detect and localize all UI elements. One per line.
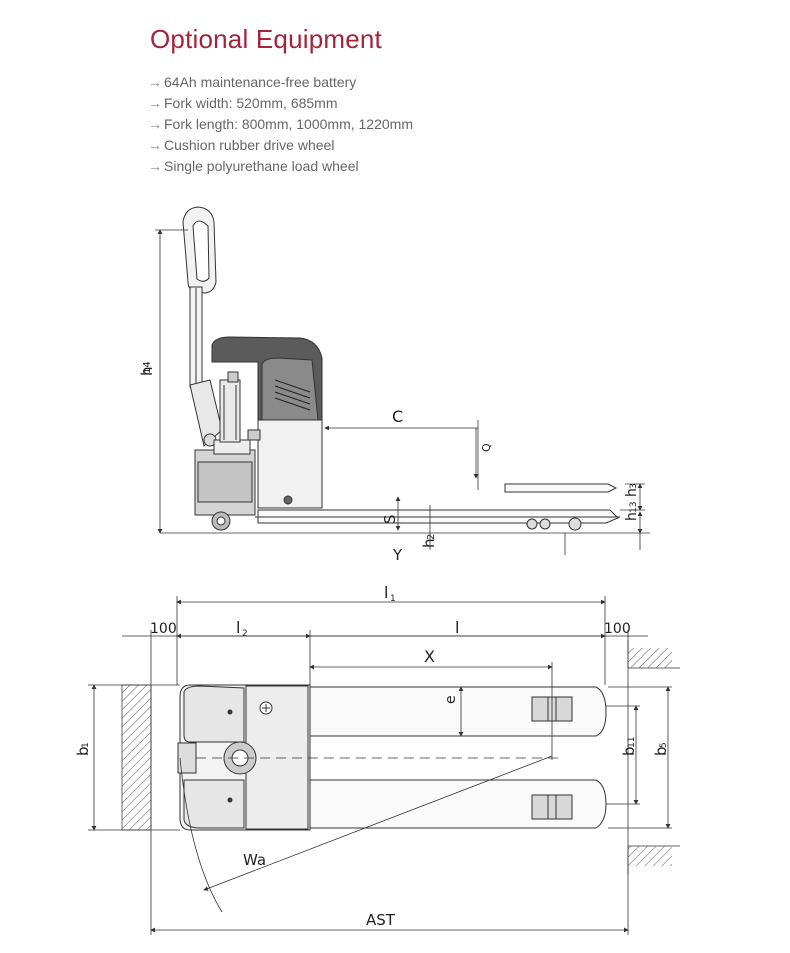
feature-list: →64Ah maintenance-free battery →Fork wid… (148, 72, 413, 177)
feature-item: →64Ah maintenance-free battery (148, 72, 413, 93)
feature-text: Fork width: 520mm, 685mm (164, 95, 338, 111)
h3-label: h (624, 488, 640, 497)
drive-unit (194, 371, 256, 531)
page-title: Optional Equipment (150, 24, 382, 54)
l1-label: l (384, 583, 388, 602)
b11-subscript: 11 (627, 737, 637, 748)
ast-label: AST (366, 911, 396, 929)
b1-subscript: 1 (81, 742, 91, 748)
b1-label: b (74, 746, 92, 756)
side-view-labels: h 14 C Q S Y h 2 h 3 h 13 (138, 361, 640, 564)
aisle-walls (121, 640, 680, 875)
s-label: S (381, 514, 399, 524)
l2-subscript: 2 (242, 629, 248, 639)
fork-side (255, 483, 620, 531)
feature-text: Single polyurethane load wheel (164, 158, 359, 174)
feature-text: Fork length: 800mm, 1000mm, 1220mm (164, 116, 413, 132)
turning-arc (179, 757, 223, 913)
arrow-icon: → (148, 158, 162, 174)
h2-subscript: 2 (426, 534, 437, 540)
turning-radius (203, 755, 553, 891)
c-label: C (392, 407, 403, 426)
x-label: X (424, 647, 435, 666)
side-view (160, 206, 650, 534)
arrow-icon: → (148, 74, 162, 90)
arrow-icon: → (148, 95, 162, 111)
chassis-top (177, 684, 311, 831)
right-100-label: 100 (604, 621, 631, 637)
q-label: Q (480, 443, 493, 452)
b5-subscript: 5 (659, 742, 669, 748)
top-view-labels: l 1 100 l 2 l 100 X e b 1 b 11 b 5 Wa AS… (74, 583, 670, 929)
e-label: e (443, 695, 459, 704)
side-view-dimensions (155, 229, 645, 555)
forks-top (309, 686, 607, 829)
h13-subscript: 13 (629, 502, 639, 513)
feature-text: Cushion rubber drive wheel (164, 137, 335, 153)
feature-item: →Single polyurethane load wheel (148, 156, 413, 177)
top-view (177, 684, 607, 913)
b11-label: b (620, 746, 638, 756)
wa-label: Wa (243, 851, 266, 869)
feature-item: →Fork length: 800mm, 1000mm, 1220mm (148, 114, 413, 135)
h13-label: h (624, 512, 640, 521)
tiller-handle (182, 206, 223, 447)
y-label: Y (392, 546, 403, 564)
l1-subscript: 1 (390, 594, 396, 604)
h2-label: h (420, 538, 438, 548)
l2-label: l (236, 618, 240, 637)
b5-label: b (652, 746, 670, 756)
h14-subscript: 14 (142, 361, 153, 374)
h3-subscript: 3 (629, 483, 639, 489)
battery-cover (211, 336, 323, 509)
l-label: l (455, 618, 459, 637)
feature-text: 64Ah maintenance-free battery (164, 74, 357, 90)
h14-label: h (138, 366, 156, 376)
left-100-label: 100 (150, 621, 177, 637)
arrow-icon: → (148, 116, 162, 132)
top-view-dimensions (88, 596, 672, 935)
feature-item: →Cushion rubber drive wheel (148, 135, 413, 156)
feature-item: →Fork width: 520mm, 685mm (148, 93, 413, 114)
arrow-icon: → (148, 137, 162, 153)
